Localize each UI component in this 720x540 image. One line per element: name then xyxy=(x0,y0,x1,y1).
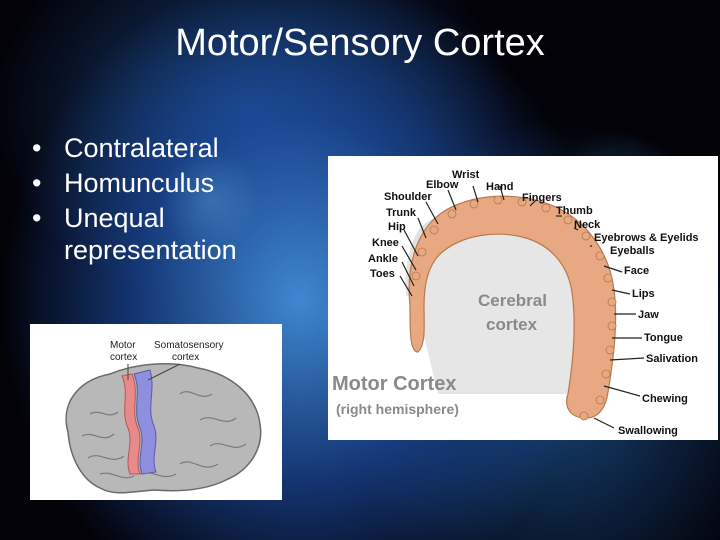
label-wrist: Wrist xyxy=(452,169,480,181)
bullet-item: Contralateral xyxy=(32,132,312,164)
label-neck: Neck xyxy=(574,219,601,231)
label-chewing: Chewing xyxy=(642,393,688,405)
label-knee: Knee xyxy=(372,237,399,249)
bullet-list: Contralateral Homunculus Unequal represe… xyxy=(32,132,312,269)
label-cerebral: Cerebral xyxy=(478,291,547,310)
label-jaw: Jaw xyxy=(638,309,659,321)
label-tongue: Tongue xyxy=(644,332,683,344)
label-hand: Hand xyxy=(486,181,514,193)
label-swallowing: Swallowing xyxy=(618,425,678,437)
label-eyebrows-eyelids: Eyebrows & Eyelids xyxy=(594,232,699,244)
bullet-item: Unequal representation xyxy=(32,202,312,266)
slide-title: Motor/Sensory Cortex xyxy=(175,22,545,64)
label-hip: Hip xyxy=(388,221,406,233)
label-motor: Motor cortex xyxy=(110,340,138,363)
motor-cortex-strip xyxy=(121,373,141,475)
caption-title: Motor Cortex xyxy=(332,373,456,395)
label-fingers: Fingers xyxy=(522,192,562,204)
brain-shape xyxy=(65,363,262,494)
label-trunk: Trunk xyxy=(386,207,417,219)
motor-cortex-figure: Wrist Elbow Hand Shoulder Fingers Trunk … xyxy=(328,156,718,440)
label-cortex: cortex xyxy=(486,315,538,334)
label-somatosensory: Somatosensory cortex xyxy=(154,340,226,363)
label-ankle: Ankle xyxy=(368,253,398,265)
label-toes: Toes xyxy=(370,268,395,280)
label-shoulder: Shoulder xyxy=(384,191,432,203)
label-eyeballs: Eyeballs xyxy=(610,245,655,257)
label-lips: Lips xyxy=(632,288,655,300)
cortex-band xyxy=(408,195,617,419)
sensory-cortex-strip xyxy=(133,369,157,475)
label-face: Face xyxy=(624,265,649,277)
bullet-item: Homunculus xyxy=(32,167,312,199)
label-elbow: Elbow xyxy=(426,179,459,191)
label-salivation: Salivation xyxy=(646,353,698,365)
label-thumb: Thumb xyxy=(556,205,593,217)
caption-subtitle: (right hemisphere) xyxy=(336,401,459,417)
brain-figure: Motor cortex Somatosensory cortex xyxy=(30,324,282,500)
